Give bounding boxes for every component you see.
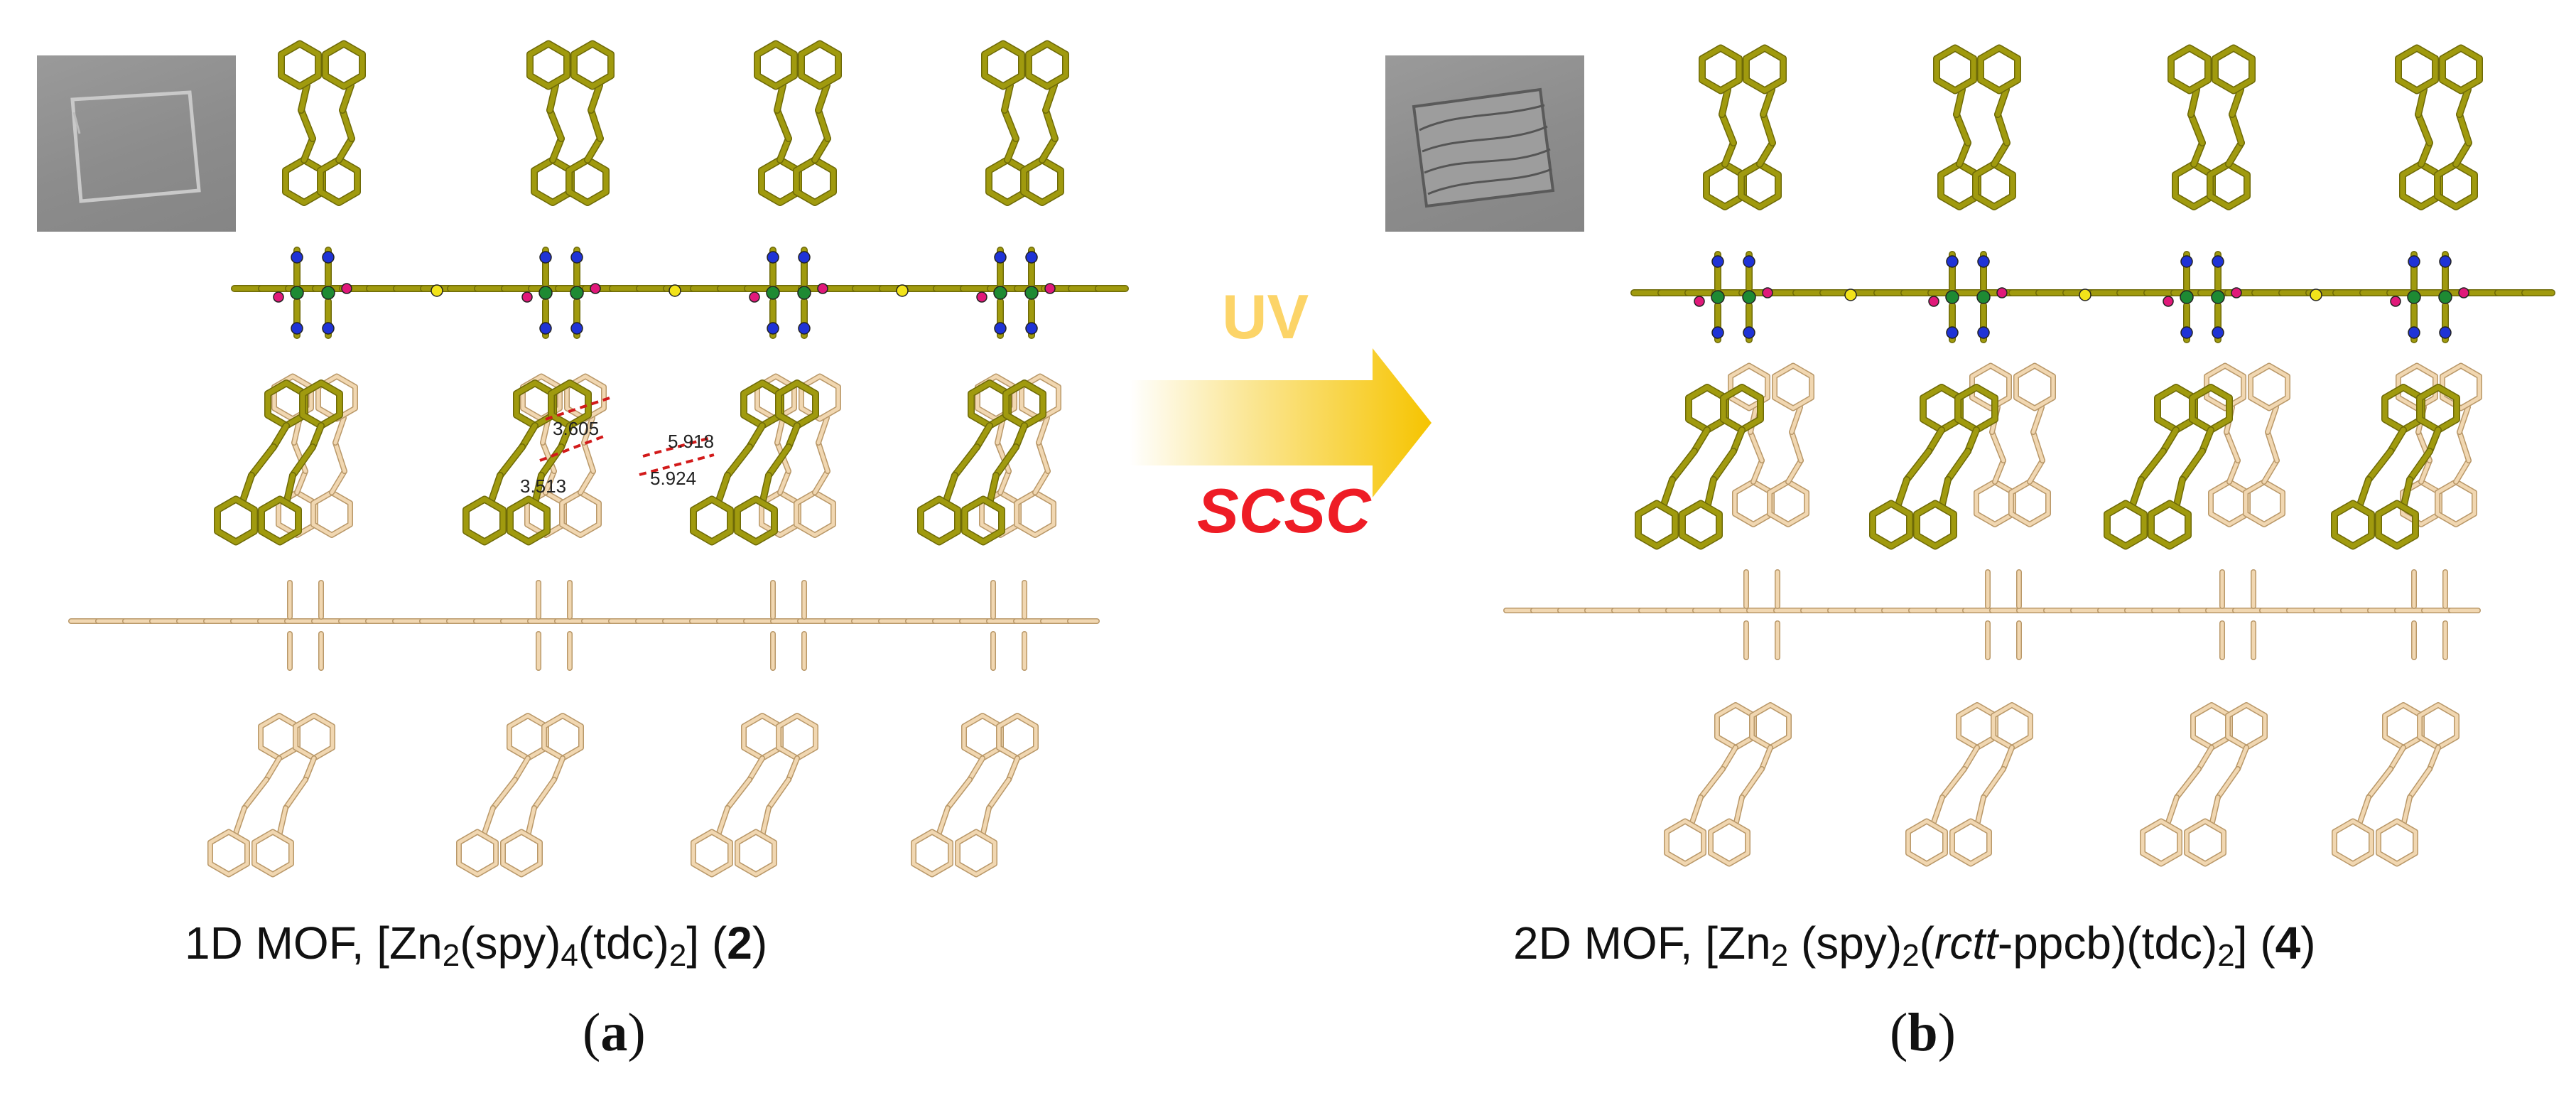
panel-a-structure [68, 40, 1129, 878]
distance-label: 5.918 [668, 431, 714, 452]
panel-b-label: (b) [1890, 1003, 1956, 1062]
crystal-photo-after [1385, 55, 1584, 232]
panel-b-caption: 2D MOF, [Zn2 (spy)2(rctt-ppcb)(tdc)2] (4… [1513, 917, 2316, 973]
distance-label: 5.924 [650, 468, 696, 489]
distance-label: 3.513 [520, 475, 566, 497]
crystal-photo-before [37, 55, 236, 232]
panel-a-label: (a) [583, 1003, 646, 1062]
panel-b-structure [1503, 44, 2555, 867]
uv-reaction-arrow [1130, 348, 1432, 497]
uv-label: UV [1222, 281, 1309, 352]
scsc-label: SCSC [1197, 475, 1371, 546]
panel-a-caption: 1D MOF, [Zn2(spy)4(tdc)2] (2) [185, 917, 768, 973]
distance-label: 3.605 [553, 418, 599, 439]
pi-stacking-distances: 3.605 3.513 5.918 5.924 [520, 397, 715, 497]
